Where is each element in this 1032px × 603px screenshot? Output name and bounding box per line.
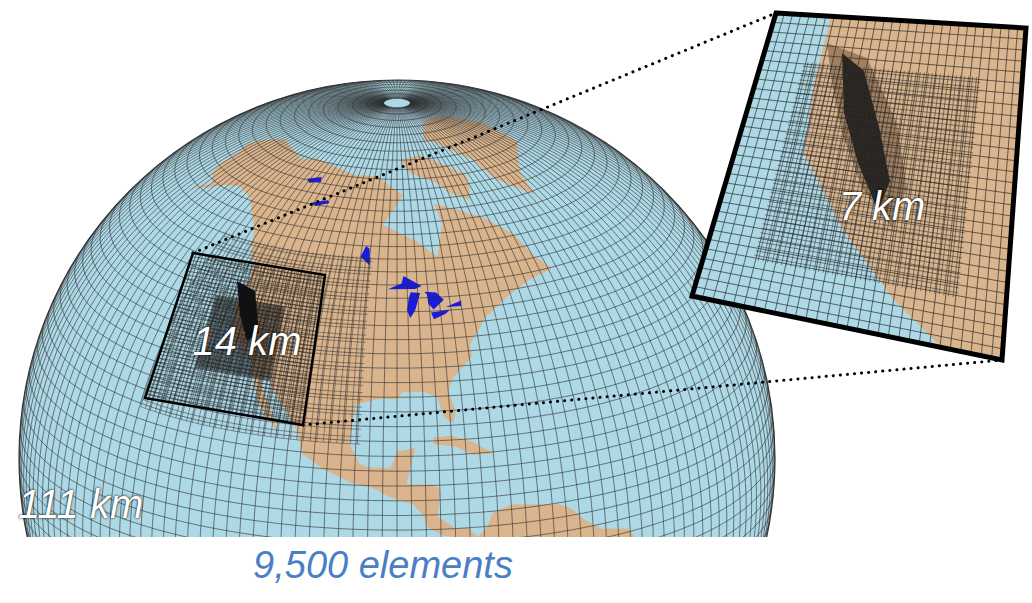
element-count-caption: 9,500 elements [253, 544, 513, 587]
resolution-label: 111 km [18, 482, 143, 527]
refined-region-box: 14 km [145, 253, 325, 425]
ocean [19, 80, 775, 537]
globe-disc [19, 80, 775, 537]
box-border [145, 253, 325, 425]
globe-group [19, 80, 775, 537]
box-fill [146, 254, 324, 425]
box-fill [692, 13, 1028, 360]
mesh-lines [146, 254, 324, 425]
mesh-lines [19, 80, 775, 537]
globe-outline [19, 80, 775, 537]
landmass [433, 435, 493, 455]
zoom-leader-line [193, 13, 776, 253]
resolution-label: 7 km [839, 184, 926, 229]
zoom-inset-box: 7 km [692, 13, 1028, 360]
box-border [692, 13, 1026, 360]
refined-mesh-lines [755, 62, 980, 297]
resolution-label: 14 km [193, 319, 302, 364]
landmass [804, 13, 1028, 360]
lake [424, 292, 443, 310]
zoom-leader-line [303, 360, 1002, 425]
lake [446, 300, 462, 307]
refined-mesh-lines [141, 232, 373, 444]
